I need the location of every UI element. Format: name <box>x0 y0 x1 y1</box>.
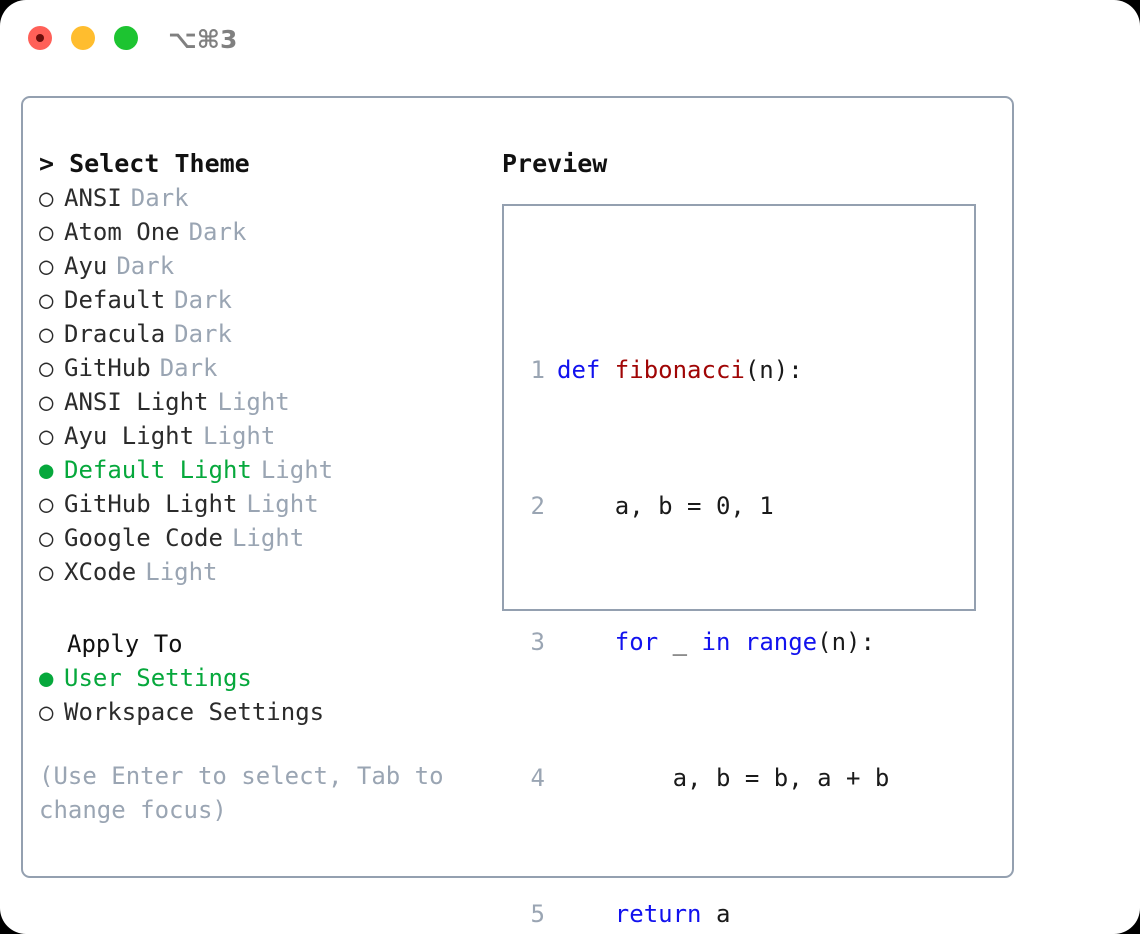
theme-name: GitHub Light <box>64 490 238 518</box>
code-line: 1 def fibonacci(n): <box>517 353 918 387</box>
theme-variant-tag: Dark <box>130 184 189 212</box>
window-controls <box>28 26 138 50</box>
apply-to-section: Apply To ● User Settings ○ Workspace Set… <box>39 627 479 729</box>
code-token-plain: (n): <box>744 356 803 384</box>
theme-selection-column: > Select Theme ○ ANSI Dark ○ Atom One Da… <box>39 147 479 827</box>
line-number: 2 <box>530 492 545 520</box>
maximize-button[interactable] <box>114 26 138 50</box>
list-item[interactable]: ○ GitHub Light Light <box>39 487 479 521</box>
theme-variant-tag: Light <box>231 524 305 552</box>
list-item[interactable]: ○ Google Code Light <box>39 521 479 555</box>
code-line: 4 a, b = b, a + b <box>517 761 918 795</box>
code-line: 3 for _ in range(n): <box>517 625 918 659</box>
apply-to-heading: Apply To <box>67 630 183 658</box>
list-item[interactable]: ○ XCode Light <box>39 555 479 589</box>
line-number: 1 <box>530 356 545 384</box>
code-token-keyword: def <box>557 356 615 384</box>
radio-icon: ○ <box>39 184 54 212</box>
radio-icon: ○ <box>39 218 54 246</box>
code-token-keyword: for <box>614 628 659 656</box>
select-theme-heading: > Select Theme <box>39 149 250 178</box>
theme-name: Ayu <box>64 252 108 280</box>
radio-icon: ○ <box>39 558 54 586</box>
code-token-plain: a <box>701 900 731 928</box>
theme-variant-tag: Light <box>246 490 319 518</box>
preview-box: 1 def fibonacci(n): 2 a, b = 0, 1 3 for … <box>502 204 976 928</box>
code-line: 2 a, b = 0, 1 <box>517 489 918 523</box>
code-token-keyword: return <box>614 900 702 928</box>
close-button[interactable] <box>28 26 52 50</box>
list-item[interactable]: ○ ANSI Light Light <box>39 385 479 419</box>
code-token-keyword: range <box>744 628 818 656</box>
theme-name: XCode <box>64 558 137 586</box>
apply-to-option-label: User Settings <box>64 664 252 692</box>
line-number: 3 <box>530 628 545 656</box>
code-token-keyword: in <box>701 628 731 656</box>
theme-name: Dracula <box>64 320 166 348</box>
list-item[interactable]: ○ Default Dark <box>39 283 479 317</box>
radio-icon: ○ <box>39 388 54 416</box>
title-bar: ⌥⌘3 <box>0 0 1140 78</box>
list-item[interactable]: ○ ANSI Dark <box>39 181 479 215</box>
code-line: 5 return a <box>517 897 918 931</box>
theme-name: Ayu Light <box>64 422 195 450</box>
preview-heading: Preview <box>502 149 608 178</box>
code-preview: 1 def fibonacci(n): 2 a, b = 0, 1 3 for … <box>517 251 918 934</box>
list-item-selected[interactable]: ● Default Light Light <box>39 453 479 487</box>
theme-variant-tag: Dark <box>116 252 175 280</box>
theme-name: Atom One <box>64 218 180 246</box>
radio-icon: ○ <box>39 354 54 382</box>
theme-variant-tag: Dark <box>188 218 247 246</box>
radio-icon: ○ <box>39 422 54 450</box>
radio-icon: ○ <box>39 490 54 518</box>
apply-to-option-user[interactable]: ● User Settings <box>39 661 479 695</box>
radio-icon: ○ <box>39 524 54 552</box>
radio-icon: ○ <box>39 698 54 726</box>
list-item[interactable]: ○ Ayu Light Light <box>39 419 479 453</box>
code-token-plain: _ <box>658 628 702 656</box>
code-token-plain <box>557 897 615 931</box>
theme-name: Default <box>64 286 166 314</box>
theme-variant-tag: Dark <box>174 286 232 314</box>
theme-name: Google Code <box>64 524 223 552</box>
theme-variant-tag: Dark <box>174 320 232 348</box>
minimize-button[interactable] <box>71 26 95 50</box>
main-panel: > Select Theme ○ ANSI Dark ○ Atom One Da… <box>21 96 1014 928</box>
theme-name: GitHub <box>64 354 151 382</box>
code-token-plain: a, b = b, a + b <box>557 764 890 792</box>
code-token-plain <box>730 625 744 659</box>
list-item[interactable]: ○ Dracula Dark <box>39 317 479 351</box>
theme-list: ○ ANSI Dark ○ Atom One Dark ○ Ayu Dark ○… <box>39 181 479 589</box>
radio-icon: ○ <box>39 320 54 348</box>
code-token-plain <box>557 625 615 659</box>
theme-variant-tag: Light <box>217 388 290 416</box>
line-number: 4 <box>530 764 545 792</box>
theme-variant-tag: Light <box>145 558 218 586</box>
theme-name: ANSI <box>64 184 122 212</box>
apply-to-option-workspace[interactable]: ○ Workspace Settings <box>39 695 479 729</box>
keyboard-hint-text: (Use Enter to select, Tab to change focu… <box>39 762 459 824</box>
preview-column: Preview 1 def fibonacci(n): 2 a, b = 0, … <box>502 147 992 928</box>
theme-variant-tag: Light <box>260 456 334 484</box>
list-item[interactable]: ○ Ayu Dark <box>39 249 479 283</box>
apply-to-option-label: Workspace Settings <box>64 698 325 726</box>
code-token-plain: a, b = 0, 1 <box>557 492 774 520</box>
radio-icon-selected: ● <box>39 664 54 692</box>
list-item[interactable]: ○ GitHub Dark <box>39 351 479 385</box>
theme-variant-tag: Light <box>203 422 276 450</box>
theme-variant-tag: Dark <box>159 354 218 382</box>
code-token-function: fibonacci <box>614 356 745 384</box>
theme-name: Default Light <box>64 456 252 484</box>
code-token-plain: (n): <box>817 628 875 656</box>
radio-icon: ○ <box>39 252 54 280</box>
keyboard-shortcut-label: ⌥⌘3 <box>168 25 238 54</box>
line-number: 5 <box>530 900 545 928</box>
radio-icon: ○ <box>39 286 54 314</box>
radio-icon-selected: ● <box>39 456 54 484</box>
theme-name: ANSI Light <box>64 388 209 416</box>
list-item[interactable]: ○ Atom One Dark <box>39 215 479 249</box>
